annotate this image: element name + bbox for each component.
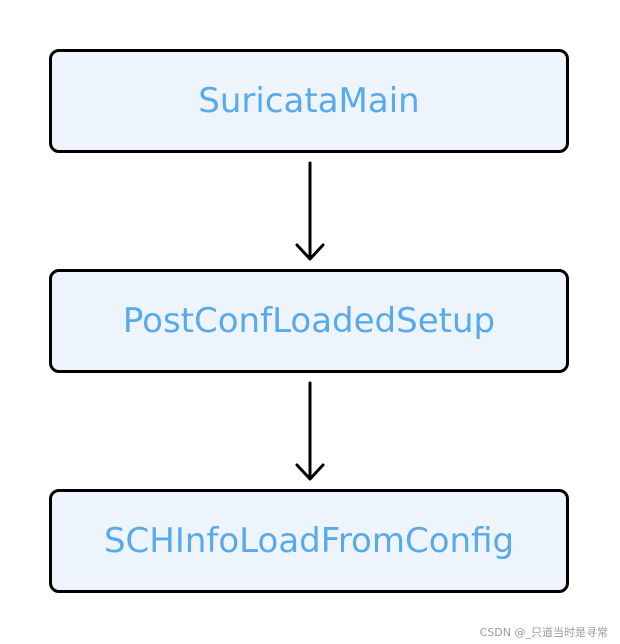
flow-node-label: PostConfLoadedSetup bbox=[122, 301, 496, 341]
flow-node-sch-info-load-from-config: SCHInfoLoadFromConfig bbox=[49, 489, 569, 593]
watermark-text: CSDN @_只道当时是寻常 bbox=[479, 626, 608, 639]
flow-node-post-conf-loaded-setup: PostConfLoadedSetup bbox=[49, 269, 569, 373]
flow-node-label: SCHInfoLoadFromConfig bbox=[103, 521, 515, 561]
arrow-head bbox=[295, 463, 325, 481]
flow-node-label: SuricataMain bbox=[198, 81, 420, 121]
arrow-node0-to-node1 bbox=[295, 161, 325, 261]
flow-node-suricata-main: SuricataMain bbox=[49, 49, 569, 153]
arrow-head bbox=[295, 243, 325, 261]
arrow-node1-to-node2 bbox=[295, 381, 325, 481]
